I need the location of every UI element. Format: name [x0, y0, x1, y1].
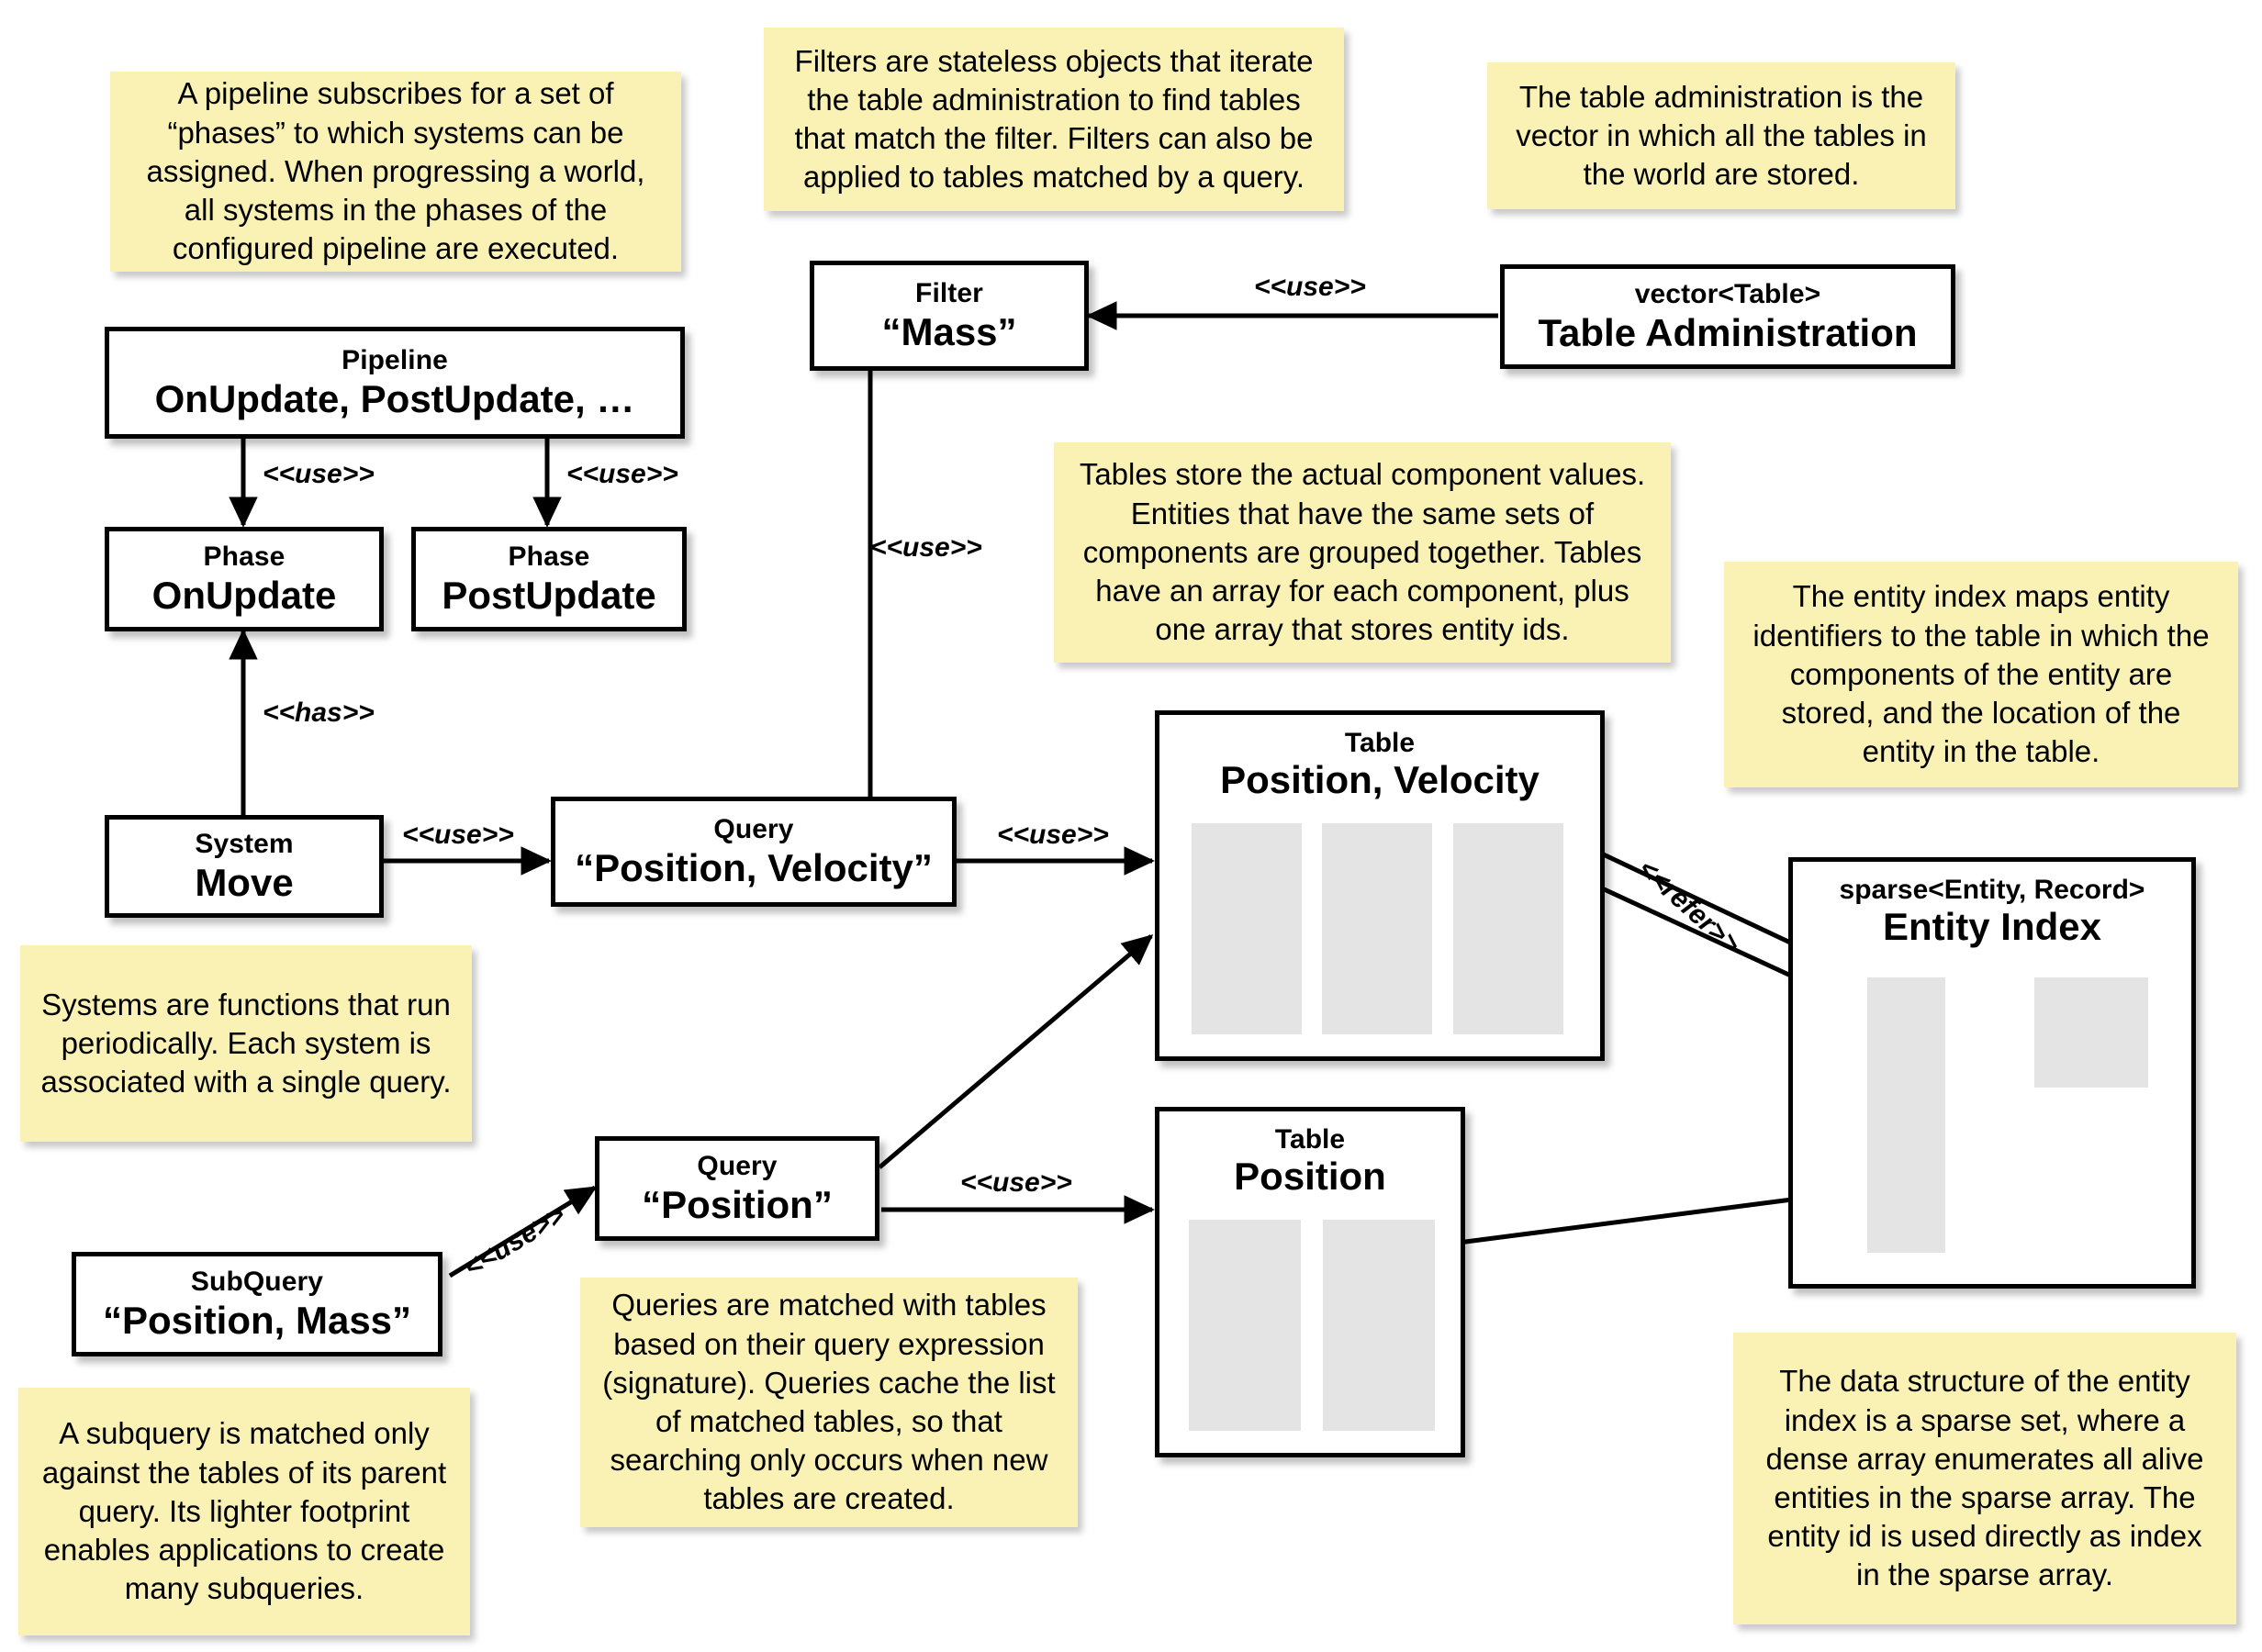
edge-subquery-uses-query — [448, 1185, 598, 1278]
box-query-position-velocity[interactable]: Query “Position, Velocity” — [551, 797, 957, 907]
box-pipeline-name: OnUpdate, PostUpdate, … — [154, 376, 635, 420]
note-sparse-set: The data structure of the entity index i… — [1733, 1333, 2236, 1624]
box-table-administration[interactable]: vector<Table> Table Administration — [1500, 264, 1955, 369]
table-pv-stereotype: Table — [1344, 728, 1416, 758]
box-system-move-stereotype: System — [195, 828, 294, 859]
table-p-header: Table Position — [1159, 1111, 1461, 1198]
box-entity-index[interactable]: sparse<Entity, Record> Entity Index — [1788, 857, 2196, 1289]
box-table-admin-name: Table Administration — [1538, 310, 1918, 354]
box-table-position[interactable]: Table Position — [1155, 1107, 1465, 1457]
entity-index-dense-array — [2034, 977, 2148, 1088]
box-phase-onupdate[interactable]: Phase OnUpdate — [105, 527, 384, 631]
edge-query-p-uses-table-pv — [878, 934, 1154, 1169]
edge-label-query-uses-filter: <<use>> — [870, 532, 982, 563]
edge-label-system-uses-query: <<use>> — [402, 820, 514, 850]
box-query-pv-stereotype: Query — [713, 813, 794, 844]
note-entity-index: The entity index maps entity identifiers… — [1724, 562, 2238, 787]
box-pipeline[interactable]: Pipeline OnUpdate, PostUpdate, … — [105, 327, 685, 439]
edge-label-query-p-uses-table: <<use>> — [960, 1167, 1072, 1198]
table-pv-column-3 — [1453, 823, 1563, 1034]
box-pipeline-stereotype: Pipeline — [342, 344, 448, 375]
box-system-move-name: Move — [195, 860, 294, 904]
edge-label-tableadmin-uses-filter: <<use>> — [1254, 272, 1366, 302]
table-pv-column-1 — [1192, 823, 1302, 1034]
box-query-position[interactable]: Query “Position” — [595, 1136, 879, 1241]
note-table-administration: The table administration is the vector i… — [1487, 62, 1955, 209]
table-p-stereotype: Table — [1274, 1124, 1346, 1155]
box-phase-onupdate-name: OnUpdate — [151, 573, 337, 617]
box-phase-postupdate-name: PostUpdate — [442, 573, 656, 617]
entity-index-sparse-array — [1867, 977, 1945, 1253]
entity-index-stereotype: sparse<Entity, Record> — [1839, 875, 2145, 905]
box-filter-name: “Mass” — [881, 309, 1017, 353]
box-subquery-stereotype: SubQuery — [190, 1266, 324, 1297]
edge-label-pipeline-postupdate: <<use>> — [566, 459, 678, 489]
box-filter-mass[interactable]: Filter “Mass” — [810, 261, 1089, 371]
box-table-admin-stereotype: vector<Table> — [1634, 278, 1821, 309]
entity-index-name: Entity Index — [1882, 905, 2102, 948]
table-p-name: Position — [1234, 1155, 1386, 1198]
note-tables: Tables store the actual component values… — [1054, 442, 1671, 663]
note-systems: Systems are functions that run periodica… — [20, 945, 472, 1142]
table-pv-name: Position, Velocity — [1220, 758, 1540, 801]
box-subquery-name: “Position, Mass” — [102, 1298, 412, 1342]
table-pv-header: Table Position, Velocity — [1159, 715, 1600, 801]
table-p-column-2 — [1323, 1220, 1435, 1431]
box-phase-postupdate-stereotype: Phase — [508, 541, 590, 572]
box-query-p-name: “Position” — [642, 1182, 833, 1226]
edge-label-pipeline-onupdate: <<use>> — [263, 459, 375, 489]
edge-label-system-has-phase: <<has>> — [263, 698, 375, 728]
note-pipeline: A pipeline subscribes for a set of “phas… — [110, 72, 681, 272]
box-phase-postupdate[interactable]: Phase PostUpdate — [411, 527, 687, 631]
table-pv-column-2 — [1322, 823, 1432, 1034]
box-query-pv-name: “Position, Velocity” — [575, 845, 933, 889]
note-filter: Filters are stateless objects that itera… — [764, 28, 1344, 211]
entity-index-header: sparse<Entity, Record> Entity Index — [1793, 862, 2191, 948]
box-subquery-position-mass[interactable]: SubQuery “Position, Mass” — [72, 1252, 442, 1356]
note-subquery: A subquery is matched only against the t… — [18, 1388, 470, 1635]
box-filter-stereotype: Filter — [915, 277, 983, 308]
box-table-position-velocity[interactable]: Table Position, Velocity — [1155, 710, 1605, 1061]
table-p-column-1 — [1189, 1220, 1301, 1431]
box-system-move[interactable]: System Move — [105, 815, 384, 918]
box-phase-onupdate-stereotype: Phase — [203, 541, 286, 572]
edge-label-query-pv-uses-table: <<use>> — [997, 820, 1109, 850]
box-query-p-stereotype: Query — [697, 1150, 778, 1181]
note-queries: Queries are matched with tables based on… — [580, 1278, 1078, 1527]
